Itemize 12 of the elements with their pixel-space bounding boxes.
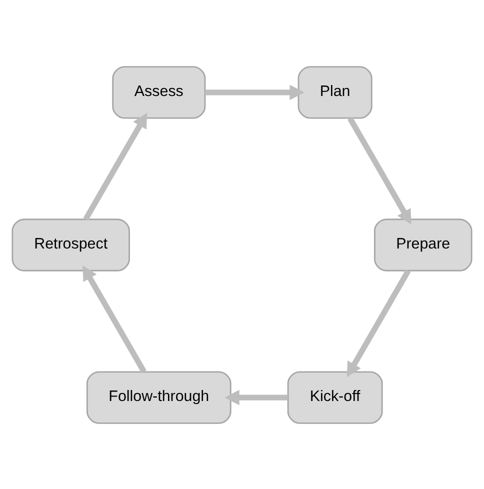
node-box: Assess bbox=[112, 66, 206, 118]
node-box: Plan bbox=[298, 66, 372, 118]
arrow bbox=[224, 389, 288, 405]
node-box: Follow-through bbox=[86, 370, 232, 424]
arrow bbox=[83, 112, 148, 220]
arrow bbox=[82, 264, 146, 373]
node-box: Kick-off bbox=[287, 370, 383, 424]
node-box: Retrospect bbox=[12, 218, 130, 271]
arrow bbox=[348, 116, 412, 224]
arrow bbox=[346, 268, 411, 377]
arrow bbox=[205, 84, 304, 100]
node-box: Prepare bbox=[374, 218, 472, 271]
